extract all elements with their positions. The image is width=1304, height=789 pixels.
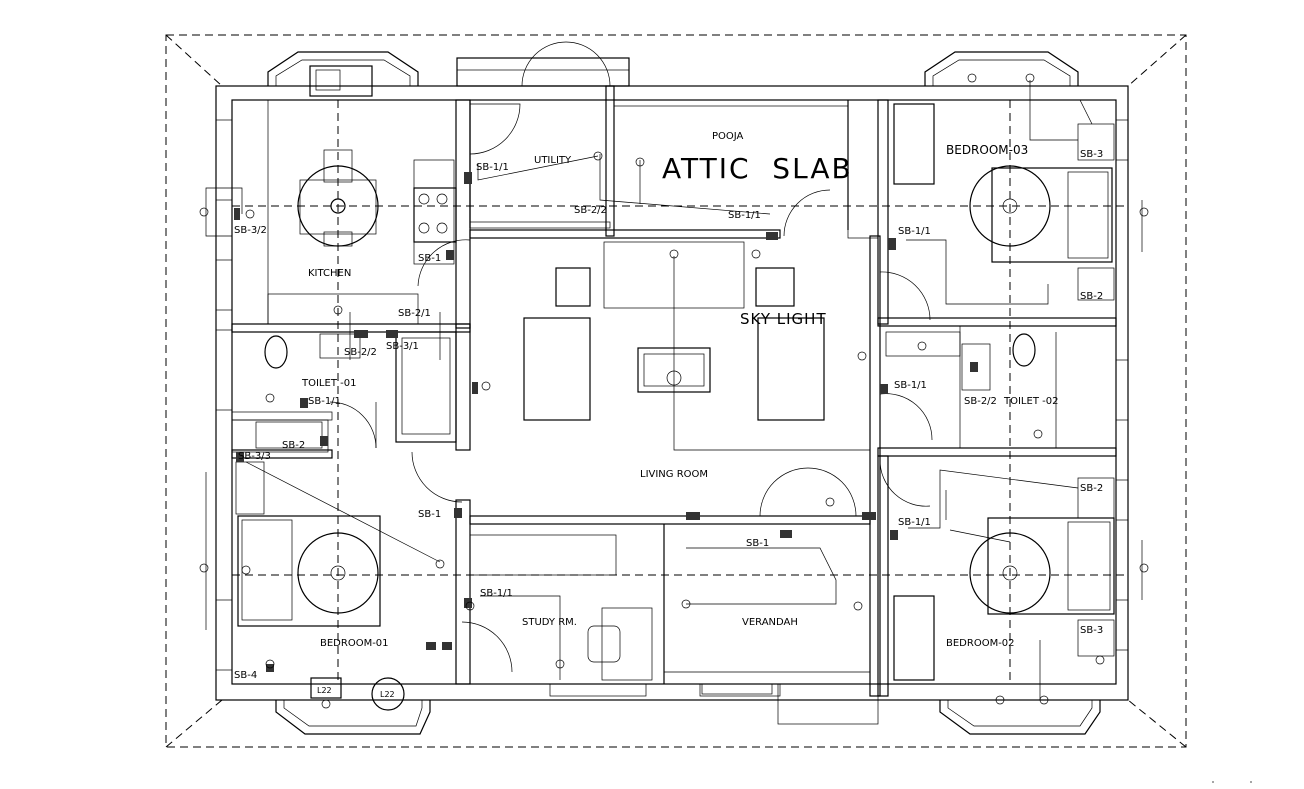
sb-label: SB-2 — [282, 440, 305, 451]
sb-label: SB-1/1 — [898, 226, 931, 237]
sb-label: SB-1 — [746, 538, 769, 549]
tag-l22: L22 — [317, 686, 332, 695]
label-living-room: LIVING ROOM — [640, 469, 708, 480]
label-toilet-01: TOILET -01 — [301, 378, 356, 389]
sb-label: SB-2 — [1080, 291, 1103, 302]
label-utility: UTILITY — [534, 155, 572, 166]
sb-label: SB-1/1 — [728, 210, 761, 221]
label-bedroom-02: BEDROOM-02 — [946, 638, 1015, 649]
sb-label: SB-1 — [418, 509, 441, 520]
bay-windows — [215, 51, 1129, 735]
sb-label: SB-1/1 — [476, 162, 509, 173]
tag-l22: L22 — [380, 690, 395, 699]
label-verandah: VERANDAH — [742, 617, 798, 628]
label-attic-slab: ATTIC SLAB — [662, 152, 853, 185]
sb-label: SB-2 — [1080, 483, 1103, 494]
sb-label: SB-2/2 — [964, 396, 997, 407]
sb-label: SB-1 — [418, 253, 441, 264]
label-bedroom-03: BEDROOM-03 — [946, 143, 1028, 157]
label-kitchen: KITCHEN — [308, 268, 351, 279]
sb-label: SB-1/1 — [894, 380, 927, 391]
sb-label: SB-2/2 — [574, 205, 607, 216]
sb-label: SB-3/1 — [386, 341, 419, 352]
sb-label: SB-1/1 — [898, 517, 931, 528]
sb-label: SB-3/3 — [238, 451, 271, 462]
sb-label: SB-1/1 — [480, 588, 513, 599]
sb-label: SB-3 — [1080, 149, 1103, 160]
fixtures — [235, 65, 1115, 711]
label-pooja: POOJA — [712, 131, 744, 142]
sb-label: SB-1/1 — [308, 396, 341, 407]
label-sky-light: SKY LIGHT — [740, 310, 827, 328]
switchboard-marks — [234, 172, 978, 672]
label-study-room: STUDY RM. — [522, 617, 577, 628]
roof-outline — [165, 34, 1187, 748]
label-bedroom-01: BEDROOM-01 — [320, 638, 389, 649]
switchboard-labels: SB-1/1 SB-3/2 SB-2/2 SB-1/1 SB-1 SB-2/1 … — [234, 149, 1103, 699]
label-toilet-02: TOILET -02 — [1003, 396, 1058, 407]
light-points — [199, 73, 1149, 709]
sb-label: SB-3 — [1080, 625, 1103, 636]
door-swings — [329, 41, 933, 673]
room-labels: KITCHEN UTILITY POOJA ATTIC SLAB BEDROOM… — [301, 131, 1058, 649]
wiring-lines — [205, 80, 1143, 700]
sb-label: SB-2/1 — [398, 308, 431, 319]
sb-label: SB-3/2 — [234, 225, 267, 236]
sb-label: SB-4 — [234, 670, 257, 681]
sb-label: SB-2/2 — [344, 347, 377, 358]
